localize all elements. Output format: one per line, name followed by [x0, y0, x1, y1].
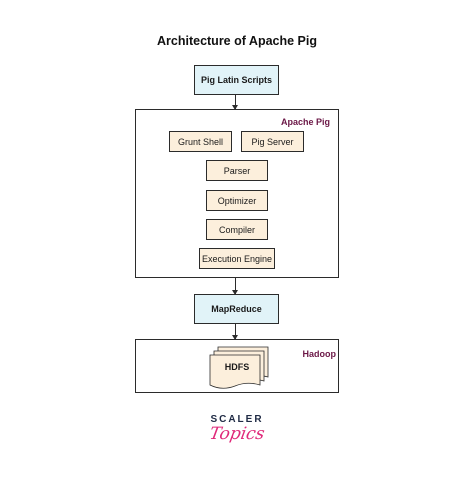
arrow-mapreduce-to-hadoop	[232, 324, 238, 340]
pig-latin-scripts-box: Pig Latin Scripts	[194, 65, 279, 95]
execution-engine-box: Execution Engine	[199, 248, 275, 269]
compiler-box: Compiler	[206, 219, 268, 240]
diagram-title: Architecture of Apache Pig	[157, 34, 317, 48]
topics-logo-text: Topics	[207, 424, 267, 444]
optimizer-box: Optimizer	[206, 190, 268, 211]
hdfs-label: HDFS	[224, 362, 250, 372]
scaler-logo-text: SCALER	[210, 414, 264, 425]
pig-server-box: Pig Server	[241, 131, 304, 152]
arrow-scripts-to-pig	[232, 95, 238, 110]
apache-pig-label: Apache Pig	[280, 117, 330, 127]
hadoop-label: Hadoop	[302, 349, 337, 359]
arrow-pig-to-mapreduce	[232, 278, 238, 295]
parser-box: Parser	[206, 160, 268, 181]
grunt-shell-box: Grunt Shell	[169, 131, 232, 152]
mapreduce-box: MapReduce	[194, 294, 279, 324]
hdfs-document-stack-icon	[209, 346, 269, 389]
